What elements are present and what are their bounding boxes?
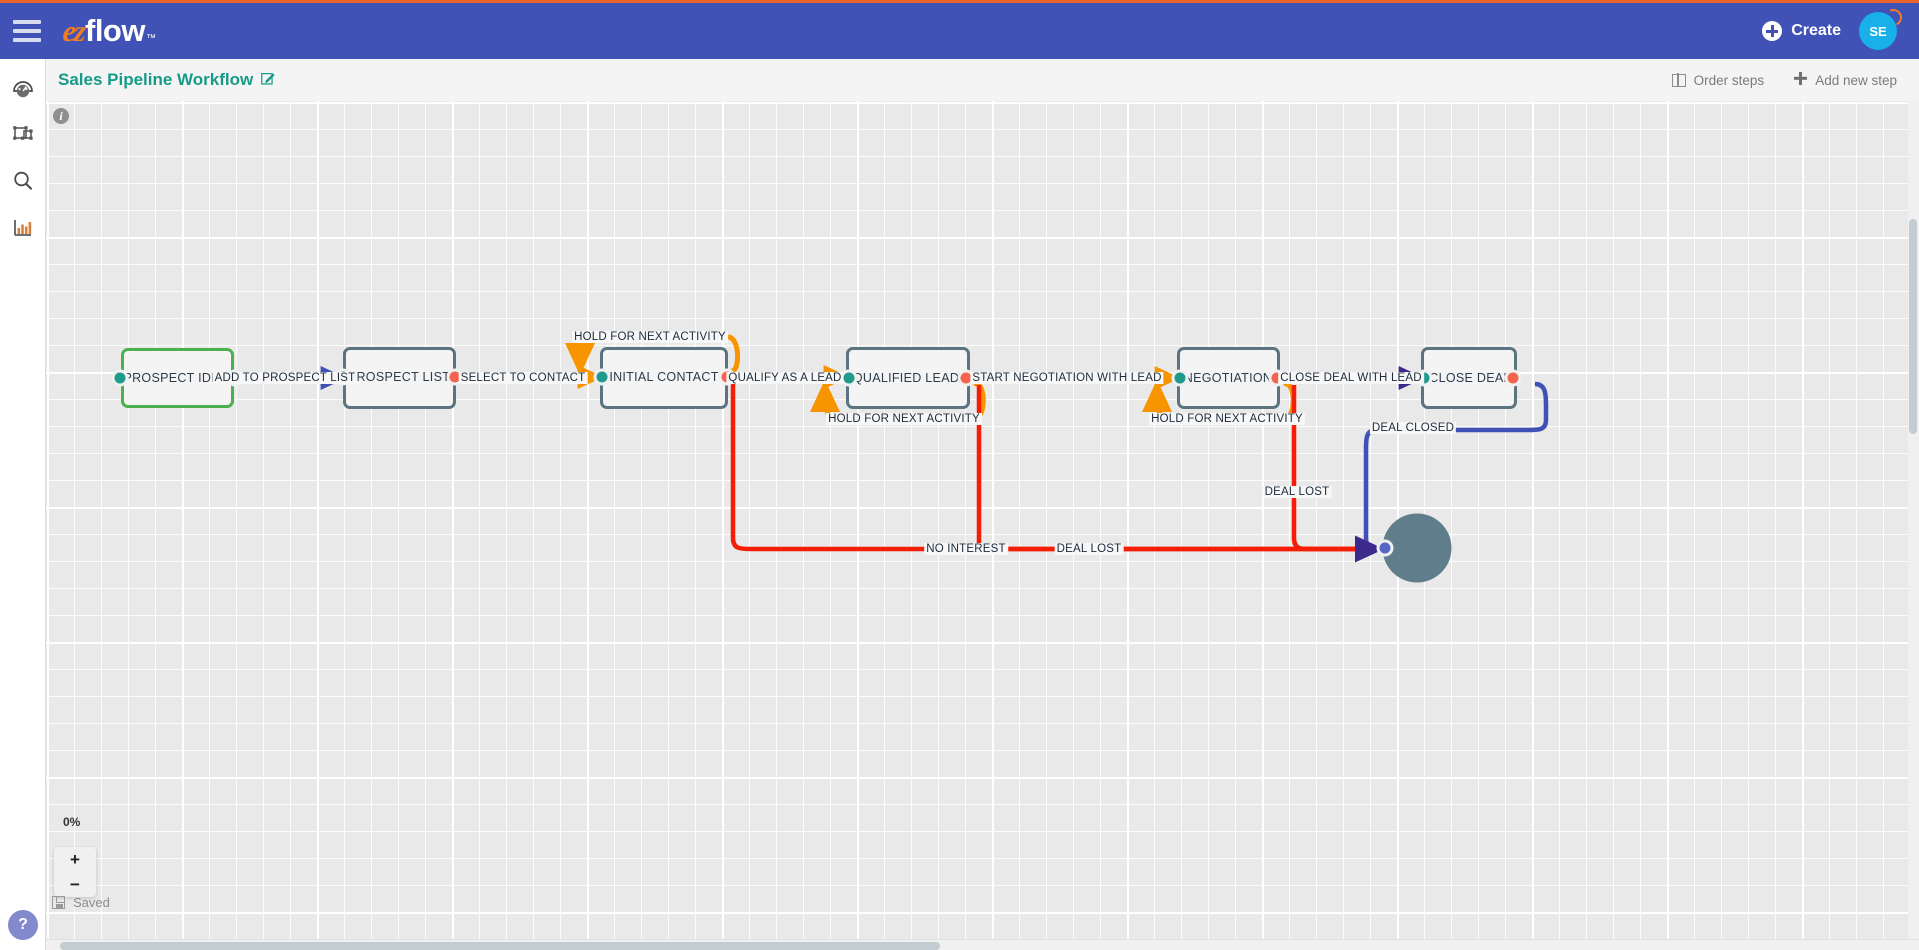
edge-deal-lost-from-qualified[interactable] xyxy=(976,385,1376,552)
node-label-qualified-lead: QUALIFIED LEAD xyxy=(852,371,960,385)
top-bar-actions: Create SE xyxy=(1762,6,1919,50)
info-icon[interactable]: i xyxy=(53,108,69,124)
port-in-prospect-idea[interactable] xyxy=(111,369,129,387)
node-end[interactable] xyxy=(1382,513,1452,583)
edge-label-no-interest: NO INTEREST xyxy=(924,543,1008,555)
edge-label-hold-qualified-lead: HOLD FOR NEXT ACTIVITY xyxy=(826,413,982,425)
workflow-boards-icon[interactable] xyxy=(10,121,36,147)
zoom-out-button[interactable]: − xyxy=(70,874,80,894)
saved-status: Saved xyxy=(52,895,110,910)
port-in-end-node[interactable] xyxy=(1376,539,1394,557)
port-out-close-deal[interactable] xyxy=(1504,369,1522,387)
edge-label-start-negotiation-with-lead: START NEGOTIATION WITH LEAD xyxy=(970,372,1164,384)
top-bar: ez flow ™ Create SE xyxy=(0,0,1919,59)
page-title: Sales Pipeline Workflow xyxy=(58,70,254,89)
zoom-in-button[interactable]: + xyxy=(70,849,80,869)
node-label-close-deal: CLOSE DEAL xyxy=(1429,371,1511,385)
workflow-header: Sales Pipeline Workflow Order steps Add … xyxy=(46,59,1919,101)
plus-circle-icon xyxy=(1762,21,1783,41)
workflow-edges-layer xyxy=(236,334,1549,563)
edit-pencil-icon[interactable] xyxy=(261,71,276,89)
floppy-disk-icon xyxy=(52,896,65,909)
logo-ez-text: ez xyxy=(61,15,86,48)
node-label-negotiation: NEGOTIATION xyxy=(1183,371,1273,385)
horizontal-scrollbar-track[interactable] xyxy=(46,939,1919,950)
vertical-scrollbar-track[interactable] xyxy=(1908,101,1919,939)
zoom-level-label: 0% xyxy=(63,815,81,829)
port-in-initial-contact[interactable] xyxy=(593,368,611,386)
node-label-prospect-idea: PROSPECT IDEA xyxy=(123,371,229,385)
logo-tm-mark: ™ xyxy=(146,33,156,44)
avatar-wrapper: SE xyxy=(1859,6,1905,50)
saved-label: Saved xyxy=(73,895,110,910)
order-steps-button[interactable]: Order steps xyxy=(1671,72,1765,88)
search-icon[interactable] xyxy=(10,168,36,194)
edge-label-add-to-prospect-list: ADD TO PROSPECT LIST xyxy=(212,372,358,384)
edge-no-interest[interactable] xyxy=(730,382,1376,552)
edge-deal-lost-from-negotiation[interactable] xyxy=(1291,385,1385,563)
node-negotiation[interactable] xyxy=(1177,347,1280,409)
create-button-label: Create xyxy=(1791,22,1841,39)
hamburger-menu-icon[interactable] xyxy=(13,20,41,42)
add-new-step-label: Add new step xyxy=(1815,72,1897,88)
plus-icon xyxy=(1794,72,1808,88)
add-new-step-button[interactable]: Add new step xyxy=(1794,72,1897,88)
dashboard-gauge-icon[interactable] xyxy=(10,74,36,100)
order-steps-label: Order steps xyxy=(1693,72,1765,88)
port-in-negotiation[interactable] xyxy=(1171,369,1189,387)
edge-label-deal-lost-from-qualified: DEAL LOST xyxy=(1054,543,1124,555)
vertical-scrollbar-thumb[interactable] xyxy=(1909,219,1917,434)
app-logo[interactable]: ez flow ™ xyxy=(61,13,156,49)
edge-label-select-to-contact: SELECT TO CONTACT xyxy=(458,372,588,384)
edge-label-hold-negotiation: HOLD FOR NEXT ACTIVITY xyxy=(1149,413,1305,425)
edge-label-deal-closed: DEAL CLOSED xyxy=(1369,422,1457,434)
horizontal-scrollbar-thumb[interactable] xyxy=(60,942,940,950)
analytics-chart-icon[interactable] xyxy=(10,215,36,241)
columns-icon xyxy=(1671,72,1686,88)
edge-label-hold-initial-contact: HOLD FOR NEXT ACTIVITY xyxy=(572,331,728,343)
zoom-controls: + − xyxy=(54,847,96,897)
edge-label-qualify-as-a-lead: QUALIFY AS A LEAD xyxy=(726,372,844,384)
edge-label-close-deal-with-lead: CLOSE DEAL WITH LEAD xyxy=(1278,372,1424,384)
node-label-prospect-list: PROSPECT LIST xyxy=(347,370,451,384)
left-sidebar: ? xyxy=(0,59,46,950)
help-button[interactable]: ? xyxy=(8,910,38,940)
logo-flow-text: flow xyxy=(85,13,146,48)
node-label-initial-contact: INITIAL CONTACT xyxy=(609,370,719,384)
workflow-header-actions: Order steps Add new step xyxy=(1671,72,1897,88)
avatar[interactable]: SE xyxy=(1859,12,1897,50)
workflow-canvas[interactable]: i xyxy=(46,101,1919,939)
edge-label-deal-lost-from-negotiation: DEAL LOST xyxy=(1262,486,1332,498)
create-button[interactable]: Create xyxy=(1762,21,1841,41)
